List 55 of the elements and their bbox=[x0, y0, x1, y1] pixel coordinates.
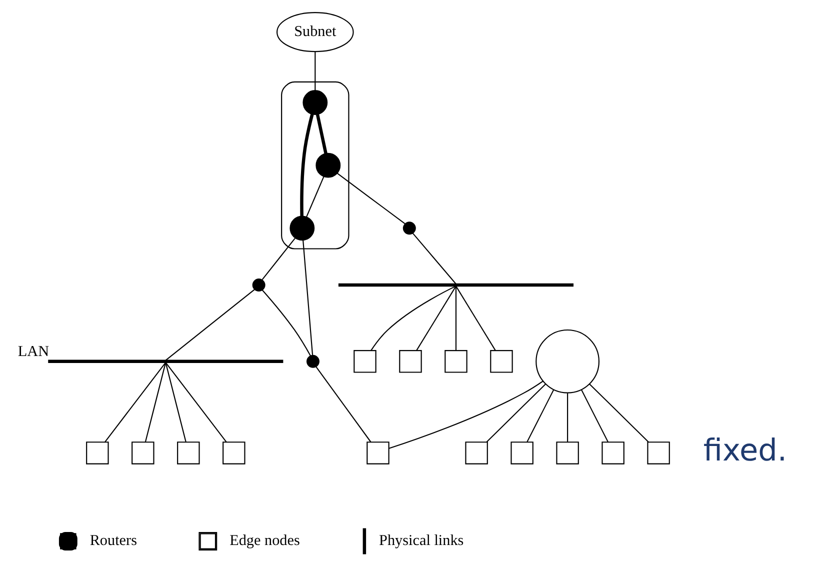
node-box bbox=[490, 350, 512, 373]
connector bbox=[261, 238, 295, 280]
node-box bbox=[353, 350, 376, 373]
connector bbox=[370, 286, 456, 351]
cluster bbox=[280, 81, 349, 250]
connector bbox=[455, 286, 496, 351]
connector bbox=[388, 380, 543, 449]
node-box bbox=[176, 442, 200, 464]
node-box bbox=[510, 442, 533, 464]
connector bbox=[164, 362, 186, 442]
connector bbox=[412, 232, 456, 284]
node-box bbox=[86, 442, 108, 464]
node-box bbox=[131, 442, 154, 464]
connector bbox=[454, 286, 456, 350]
connector bbox=[261, 290, 311, 356]
connector bbox=[300, 114, 314, 216]
node-box bbox=[646, 442, 670, 464]
legend-label: Physical links bbox=[378, 532, 464, 550]
node-box bbox=[444, 350, 467, 373]
connector bbox=[580, 390, 608, 442]
connector bbox=[566, 393, 568, 442]
connector bbox=[306, 176, 324, 218]
node-bar bbox=[338, 283, 574, 287]
connector bbox=[302, 240, 313, 356]
connector bbox=[164, 289, 254, 361]
node-circle bbox=[535, 329, 600, 394]
node-box bbox=[556, 442, 578, 464]
connector bbox=[144, 362, 166, 442]
node-circle bbox=[289, 216, 314, 241]
node-box bbox=[601, 442, 624, 464]
node-circle bbox=[302, 90, 328, 115]
node-box bbox=[464, 442, 488, 464]
node-ellipse: Subnet bbox=[276, 12, 354, 52]
connector bbox=[315, 366, 371, 442]
legend-label: Edge nodes bbox=[229, 532, 300, 550]
connector bbox=[588, 384, 648, 442]
node-circle bbox=[252, 278, 265, 292]
node-label: LAN bbox=[17, 343, 49, 360]
connector bbox=[315, 114, 327, 154]
node-box bbox=[398, 350, 422, 373]
connector bbox=[526, 390, 554, 442]
connector bbox=[486, 384, 546, 442]
connector bbox=[416, 286, 456, 351]
node-bar bbox=[48, 360, 283, 364]
node-box bbox=[222, 442, 245, 464]
label: fixed. bbox=[702, 433, 787, 468]
connector bbox=[104, 362, 166, 442]
legend-label: Routers bbox=[89, 532, 136, 550]
node-circle bbox=[306, 354, 319, 368]
node-box bbox=[366, 442, 389, 464]
connector bbox=[164, 362, 226, 442]
connector bbox=[314, 52, 316, 90]
node-circle bbox=[402, 222, 416, 235]
node-circle bbox=[315, 152, 340, 178]
connector bbox=[336, 172, 405, 224]
